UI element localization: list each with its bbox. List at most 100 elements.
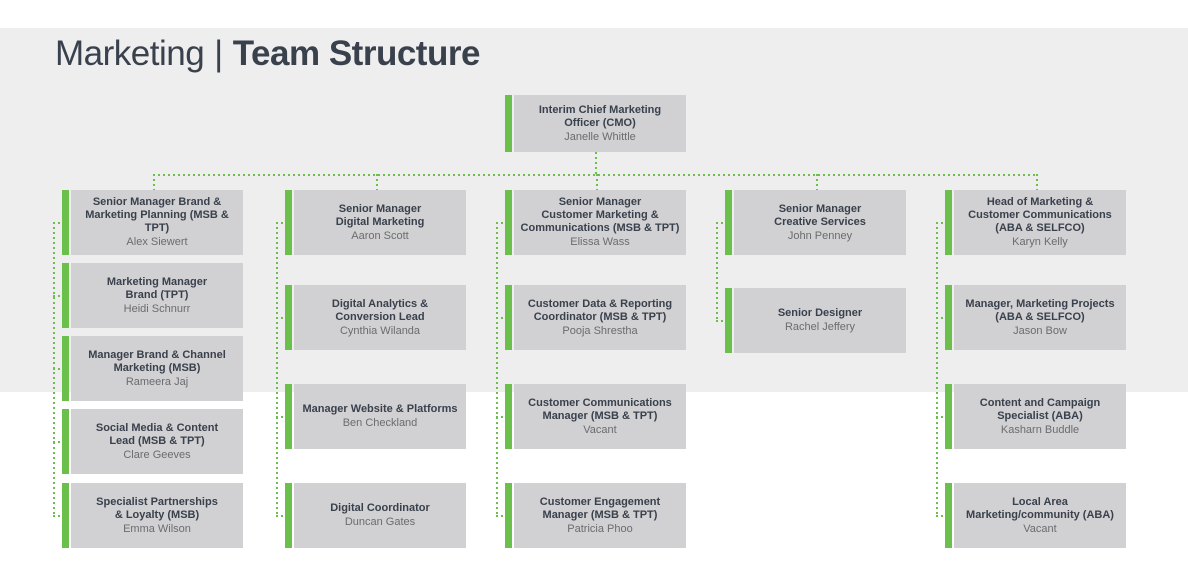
accent-bar [62,409,69,474]
connector-rail-col3 [496,222,498,515]
accent-bar [62,483,69,548]
accent-bar [62,263,69,328]
org-box-col5-report1: Manager, Marketing Projects (ABA & SELFC… [945,285,1126,350]
person-name: Heidi Schnurr [123,302,191,315]
connector-stub-col2 [276,222,285,224]
accent-bar [945,190,952,255]
connector-drop-col5 [1036,174,1038,190]
connector-stub-col2 [276,416,285,418]
connector-stub-col1 [53,515,62,517]
connector-stub-col2 [276,317,285,319]
org-box-body: Content and Campaign Specialist (ABA)Kas… [954,384,1126,449]
accent-bar [505,95,512,152]
org-box-body: Senior Manager Brand & Marketing Plannin… [71,190,243,255]
org-box-col1-report1: Marketing Manager Brand (TPT)Heidi Schnu… [62,263,243,328]
org-box-col3-report2: Customer Communications Manager (MSB & T… [505,384,686,449]
connector-stub-col4 [716,222,725,224]
role-title: Senior Manager Customer Marketing & Comm… [520,196,680,234]
role-title: Senior Manager Brand & Marketing Plannin… [85,196,229,234]
role-title: Manager Brand & Channel Marketing (MSB) [88,348,226,374]
role-title: Manager, Marketing Projects (ABA & SELFC… [965,297,1115,323]
org-box-body: Marketing Manager Brand (TPT)Heidi Schnu… [71,263,243,328]
connector-stub-col4 [716,320,725,322]
accent-bar [62,190,69,255]
accent-bar [945,384,952,449]
connector-drop-col4 [816,174,818,190]
role-title: Senior Manager Digital Marketing [335,202,425,228]
connector-stub-col3 [496,222,505,224]
person-name: Janelle Whittle [564,130,636,143]
org-box-col5-report2: Content and Campaign Specialist (ABA)Kas… [945,384,1126,449]
connector-stub-col1 [53,441,62,443]
org-box-body: Manager Brand & Channel Marketing (MSB)R… [71,336,243,401]
person-name: Aaron Scott [351,229,409,242]
person-name: Elissa Wass [570,236,630,248]
org-box-col1-report3: Social Media & Content Lead (MSB & TPT)C… [62,409,243,474]
connector-drop-col3 [596,174,598,190]
connector-main-rail [153,174,1036,176]
accent-bar [505,190,512,255]
title-separator: | [214,34,223,73]
accent-bar [285,384,292,449]
person-name: Clare Geeves [123,448,191,461]
person-name: Pooja Shrestha [562,324,638,337]
person-name: Alex Siewert [126,236,188,248]
accent-bar [725,288,732,353]
title-page: Team Structure [232,34,481,73]
title-section: Marketing [55,34,205,73]
connector-stub-col5 [936,416,945,418]
org-box-body: Local Area Marketing/community (ABA)Vaca… [954,483,1126,548]
connector-stub-col5 [936,515,945,517]
person-name: John Penney [787,229,853,242]
org-box-col1-report4: Specialist Partnerships & Loyalty (MSB)E… [62,483,243,548]
person-name: Karyn Kelly [1012,236,1068,248]
role-title: Content and Campaign Specialist (ABA) [979,396,1101,422]
connector-drop-col1 [153,174,155,190]
accent-bar [285,190,292,255]
org-box-col3-head: Senior Manager Customer Marketing & Comm… [505,190,686,255]
org-box-body: Interim Chief Marketing Officer (CMO) Ja… [514,95,686,152]
connector-stub-col3 [496,416,505,418]
role-title: Manager Website & Platforms [302,403,458,415]
org-box-body: Senior Manager Customer Marketing & Comm… [514,190,686,255]
person-name: Rameera Jaj [125,375,189,388]
org-box-body: Customer Communications Manager (MSB & T… [514,384,686,449]
org-box-body: Customer Engagement Manager (MSB & TPT)P… [514,483,686,548]
accent-bar [62,336,69,401]
role-title: Social Media & Content Lead (MSB & TPT) [95,421,219,447]
org-box-col3-report3: Customer Engagement Manager (MSB & TPT)P… [505,483,686,548]
role-title: Senior Designer [777,307,863,319]
connector-stub-col5 [936,317,945,319]
connector-drop-col2 [376,174,378,190]
accent-bar [945,483,952,548]
person-name: Rachel Jeffery [784,321,856,333]
org-box-col1-head: Senior Manager Brand & Marketing Plannin… [62,190,243,255]
person-name: Patricia Phoo [567,522,633,535]
accent-bar [505,285,512,350]
role-title: Customer Data & Reporting Coordinator (M… [527,297,673,323]
accent-bar [945,285,952,350]
connector-rail-col4 [716,222,718,320]
accent-bar [505,483,512,548]
org-box-body: Head of Marketing & Customer Communicati… [954,190,1126,255]
person-name: Vacant [1023,522,1057,535]
role-title: Marketing Manager Brand (TPT) [106,275,208,301]
role-title: Customer Communications Manager (MSB & T… [528,396,672,422]
role-title: Head of Marketing & Customer Communicati… [968,196,1112,234]
role-title: Senior Manager Creative Services [774,202,866,228]
page-title: Marketing|Team Structure [55,34,480,74]
org-box-root: Interim Chief Marketing Officer (CMO) Ja… [505,95,686,152]
connector-stub-col3 [496,317,505,319]
person-name: Vacant [583,423,617,436]
org-box-body: Social Media & Content Lead (MSB & TPT)C… [71,409,243,474]
org-box-col3-report1: Customer Data & Reporting Coordinator (M… [505,285,686,350]
org-box-body: Specialist Partnerships & Loyalty (MSB)E… [71,483,243,548]
